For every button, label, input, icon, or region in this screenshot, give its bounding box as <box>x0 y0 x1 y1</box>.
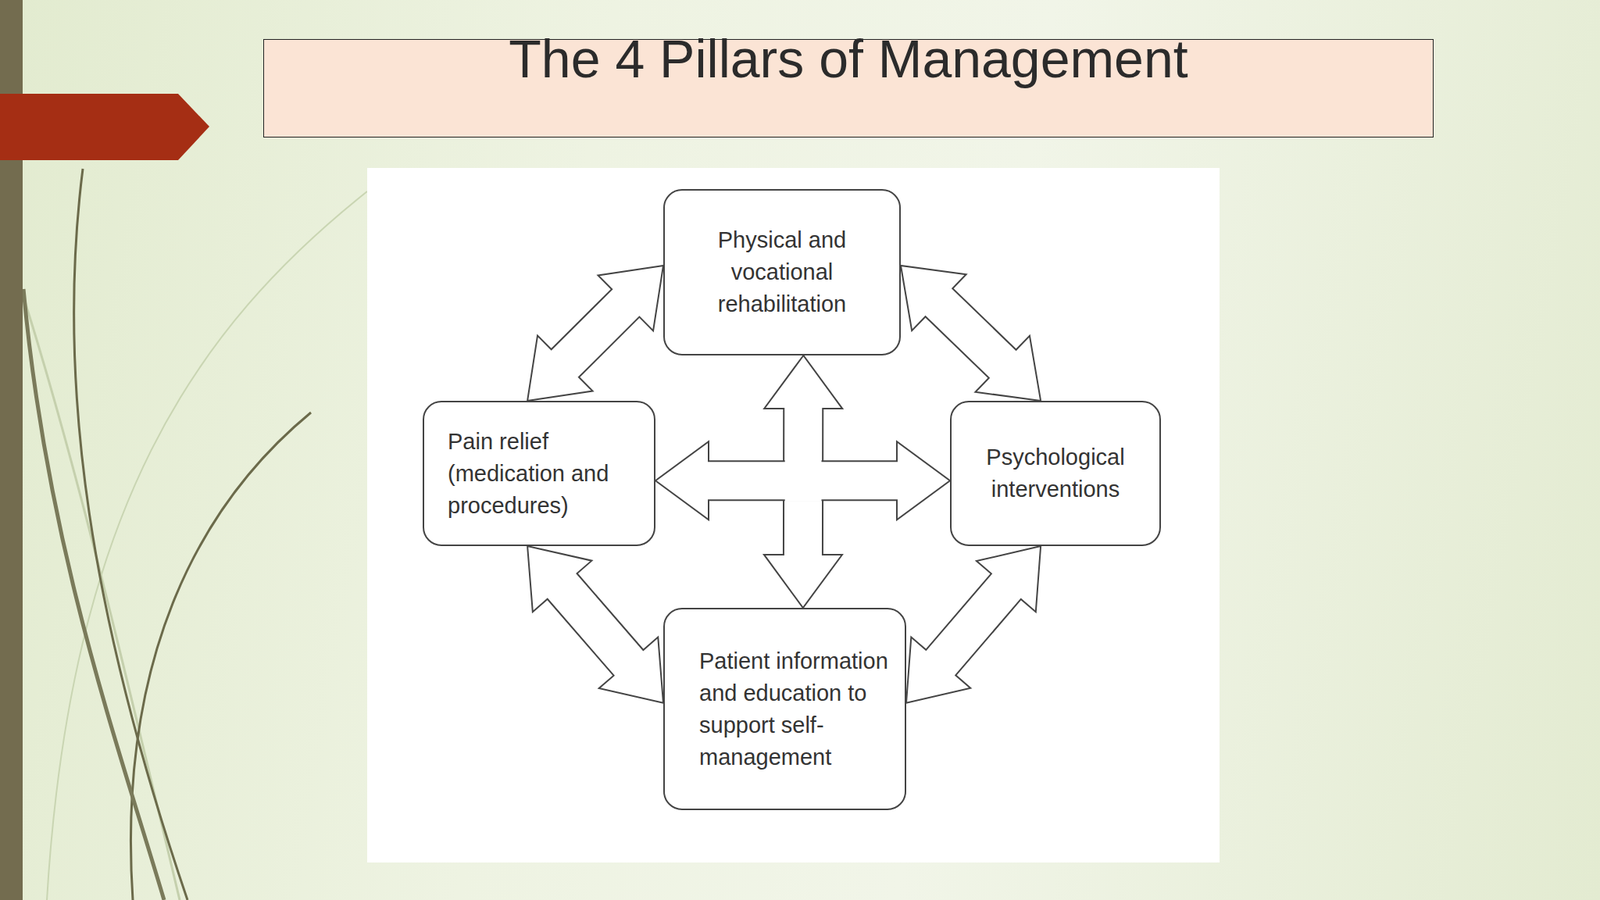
pillar-label: Pain relief (medication and procedures) <box>447 425 645 522</box>
pillar-label: Physical and vocational rehabilitation <box>682 224 883 321</box>
accent-arrow <box>0 93 210 161</box>
cross-joint <box>785 460 822 502</box>
pillar-box: Pain relief (medication and procedures) <box>422 400 656 547</box>
decor-curve <box>23 289 165 900</box>
block-arrow <box>900 265 1041 401</box>
decor-curve <box>23 296 180 900</box>
pillar-label: Psychological interventions <box>964 441 1147 506</box>
pillar-box: Patient information and education to sup… <box>663 607 907 811</box>
block-arrow <box>655 441 950 520</box>
slide-title: The 4 Pillars of Management <box>264 32 1433 86</box>
block-arrow <box>527 265 664 401</box>
title-box: The 4 Pillars of Management <box>263 39 1434 138</box>
pillar-box: Psychological interventions <box>950 400 1161 547</box>
pillar-box: Physical and vocational rehabilitation <box>663 189 901 356</box>
decor-curve <box>130 412 311 900</box>
pillar-label: Patient information and education to sup… <box>699 645 890 774</box>
block-arrow <box>527 546 664 704</box>
block-arrow <box>906 546 1041 704</box>
